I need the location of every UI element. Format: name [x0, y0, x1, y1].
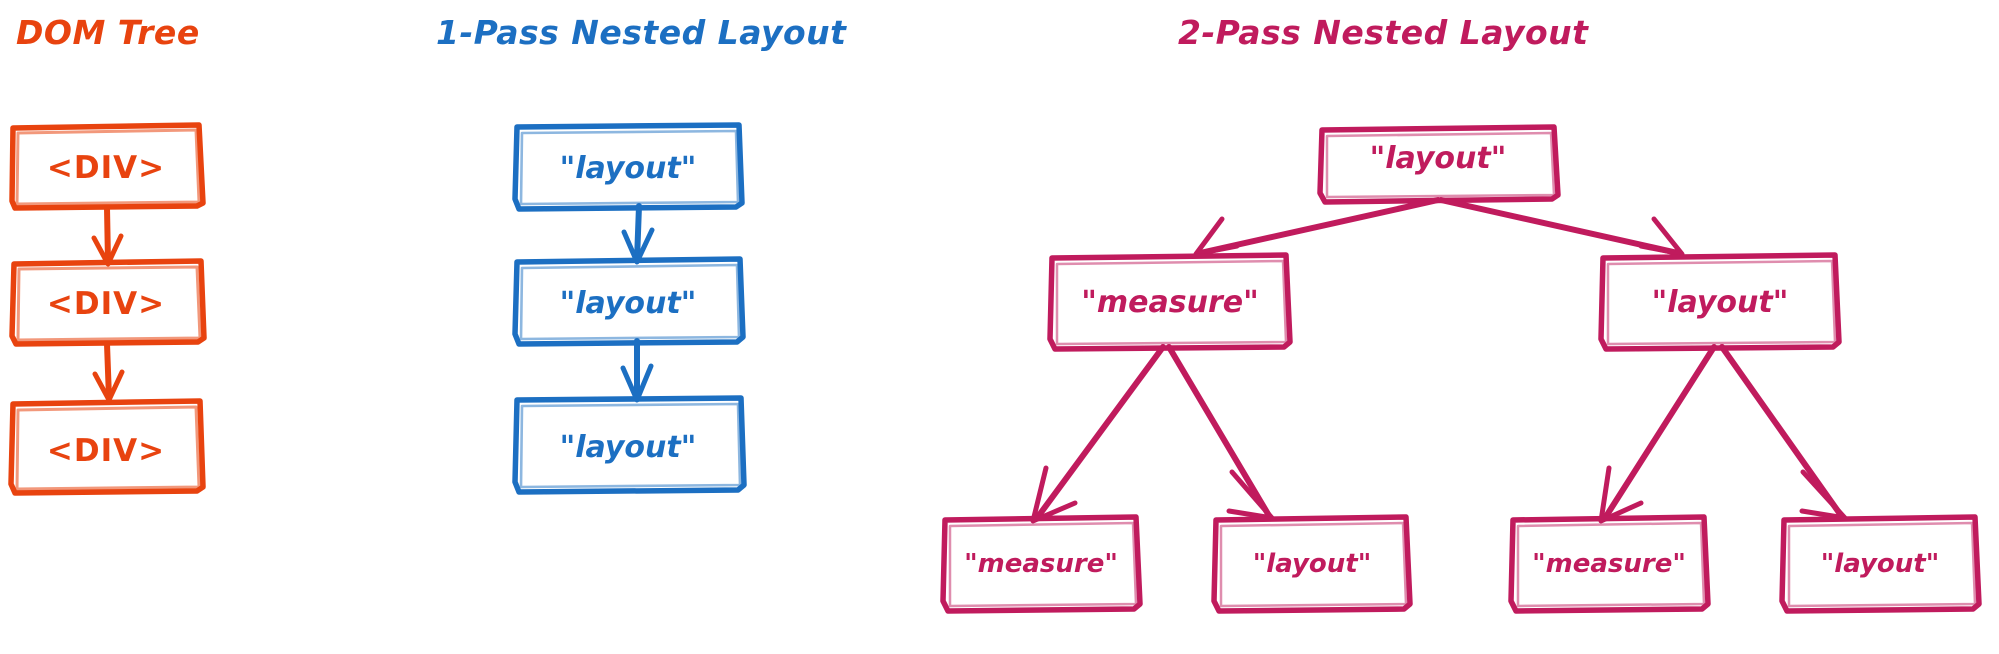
arrow-pass2-root-to-mid-right — [1438, 197, 1685, 257]
node-pass2-root-label: "layout" — [1370, 141, 1507, 176]
column-title-one-pass: 1-Pass Nested Layout — [436, 13, 847, 52]
node-dom-1-border-inner — [15, 128, 201, 206]
node-pass1-1[interactable]: "layout" — [512, 122, 745, 212]
node-pass1-2-label: "layout" — [560, 286, 697, 321]
node-dom-2-border-inner — [16, 265, 202, 342]
arrow-dom-1-to-2 — [91, 205, 124, 267]
node-pass2-leaf-1[interactable]: "measure" — [940, 514, 1143, 614]
node-pass2-root-border-inner — [1325, 131, 1556, 199]
column-dom-tree: DOM Tree <DIV> <DIV> <DIV> — [8, 13, 207, 496]
node-pass2-mid-right-border-inner — [1606, 259, 1837, 346]
node-pass2-mid-left-label: "measure" — [1081, 285, 1258, 320]
node-pass2-leaf-4[interactable]: "layout" — [1779, 514, 1982, 614]
arrow-pass1-2-to-3 — [620, 338, 654, 403]
column-title-dom-tree: DOM Tree — [16, 13, 200, 52]
node-pass2-leaf-3-border-inner — [1516, 521, 1706, 608]
node-dom-2[interactable]: <DIV> — [9, 258, 207, 347]
node-pass2-leaf-4-label: "layout" — [1821, 549, 1940, 579]
node-pass2-leaf-1-label: "measure" — [964, 549, 1118, 579]
arrow-pass2-midleft-to-leaf2 — [1166, 344, 1275, 521]
node-pass1-1-border-inner — [519, 129, 740, 206]
node-pass2-root-border — [1317, 124, 1561, 205]
node-pass2-mid-left-border — [1047, 252, 1293, 352]
node-dom-3-border — [8, 398, 206, 496]
node-dom-2-label: <DIV> — [47, 286, 165, 322]
node-pass2-mid-right[interactable]: "layout" — [1598, 252, 1842, 352]
node-pass1-3-border — [512, 395, 747, 495]
arrow-pass1-1-to-2 — [621, 203, 655, 265]
node-pass2-leaf-1-border-inner — [948, 521, 1138, 608]
node-pass1-2-border — [512, 256, 746, 347]
node-dom-3-label: <DIV> — [47, 433, 165, 469]
node-pass2-leaf-3-label: "measure" — [1532, 549, 1686, 579]
node-pass1-1-border — [512, 122, 745, 212]
arrow-pass2-midright-to-leaf3 — [1598, 344, 1717, 524]
node-pass2-mid-right-border — [1598, 252, 1842, 352]
arrow-dom-2-to-3 — [92, 341, 125, 403]
node-dom-3[interactable]: <DIV> — [8, 398, 206, 496]
node-pass2-mid-left-border-inner — [1055, 259, 1288, 346]
node-pass1-3-label: "layout" — [560, 430, 697, 465]
node-pass2-root[interactable]: "layout" — [1317, 124, 1561, 205]
node-pass1-1-label: "layout" — [560, 151, 697, 186]
node-pass2-leaf-2-border — [1211, 514, 1413, 614]
node-dom-3-border-inner — [15, 405, 201, 491]
node-dom-1-label: <DIV> — [47, 150, 165, 186]
node-pass2-leaf-3[interactable]: "measure" — [1508, 514, 1711, 614]
column-title-two-pass: 2-Pass Nested Layout — [1178, 13, 1589, 52]
column-two-pass: 2-Pass Nested Layout "layout" "measure" — [940, 13, 1982, 614]
arrow-pass2-root-to-mid-left — [1193, 197, 1441, 257]
arrow-pass2-midright-to-leaf4 — [1719, 344, 1848, 521]
column-one-pass: 1-Pass Nested Layout "layout" "layout" — [436, 13, 847, 495]
node-dom-2-border — [9, 258, 207, 347]
node-pass2-leaf-3-border — [1508, 514, 1711, 614]
node-pass2-leaf-2-border-inner — [1219, 521, 1408, 608]
node-pass2-leaf-4-border — [1779, 514, 1982, 614]
node-pass2-leaf-2-label: "layout" — [1253, 549, 1372, 579]
node-pass2-mid-right-label: "layout" — [1652, 285, 1789, 320]
node-pass2-leaf-4-border-inner — [1787, 521, 1977, 608]
node-pass1-2[interactable]: "layout" — [512, 256, 746, 347]
node-pass2-leaf-2[interactable]: "layout" — [1211, 514, 1413, 614]
node-pass1-2-border-inner — [519, 263, 741, 341]
arrow-pass2-midleft-to-leaf1 — [1030, 344, 1166, 524]
node-pass2-mid-left[interactable]: "measure" — [1047, 252, 1293, 352]
node-dom-1[interactable]: <DIV> — [9, 122, 206, 211]
node-pass2-leaf-1-border — [940, 514, 1143, 614]
node-dom-1-border — [9, 122, 206, 211]
node-pass1-3[interactable]: "layout" — [512, 395, 747, 495]
node-pass1-3-border-inner — [519, 402, 742, 489]
